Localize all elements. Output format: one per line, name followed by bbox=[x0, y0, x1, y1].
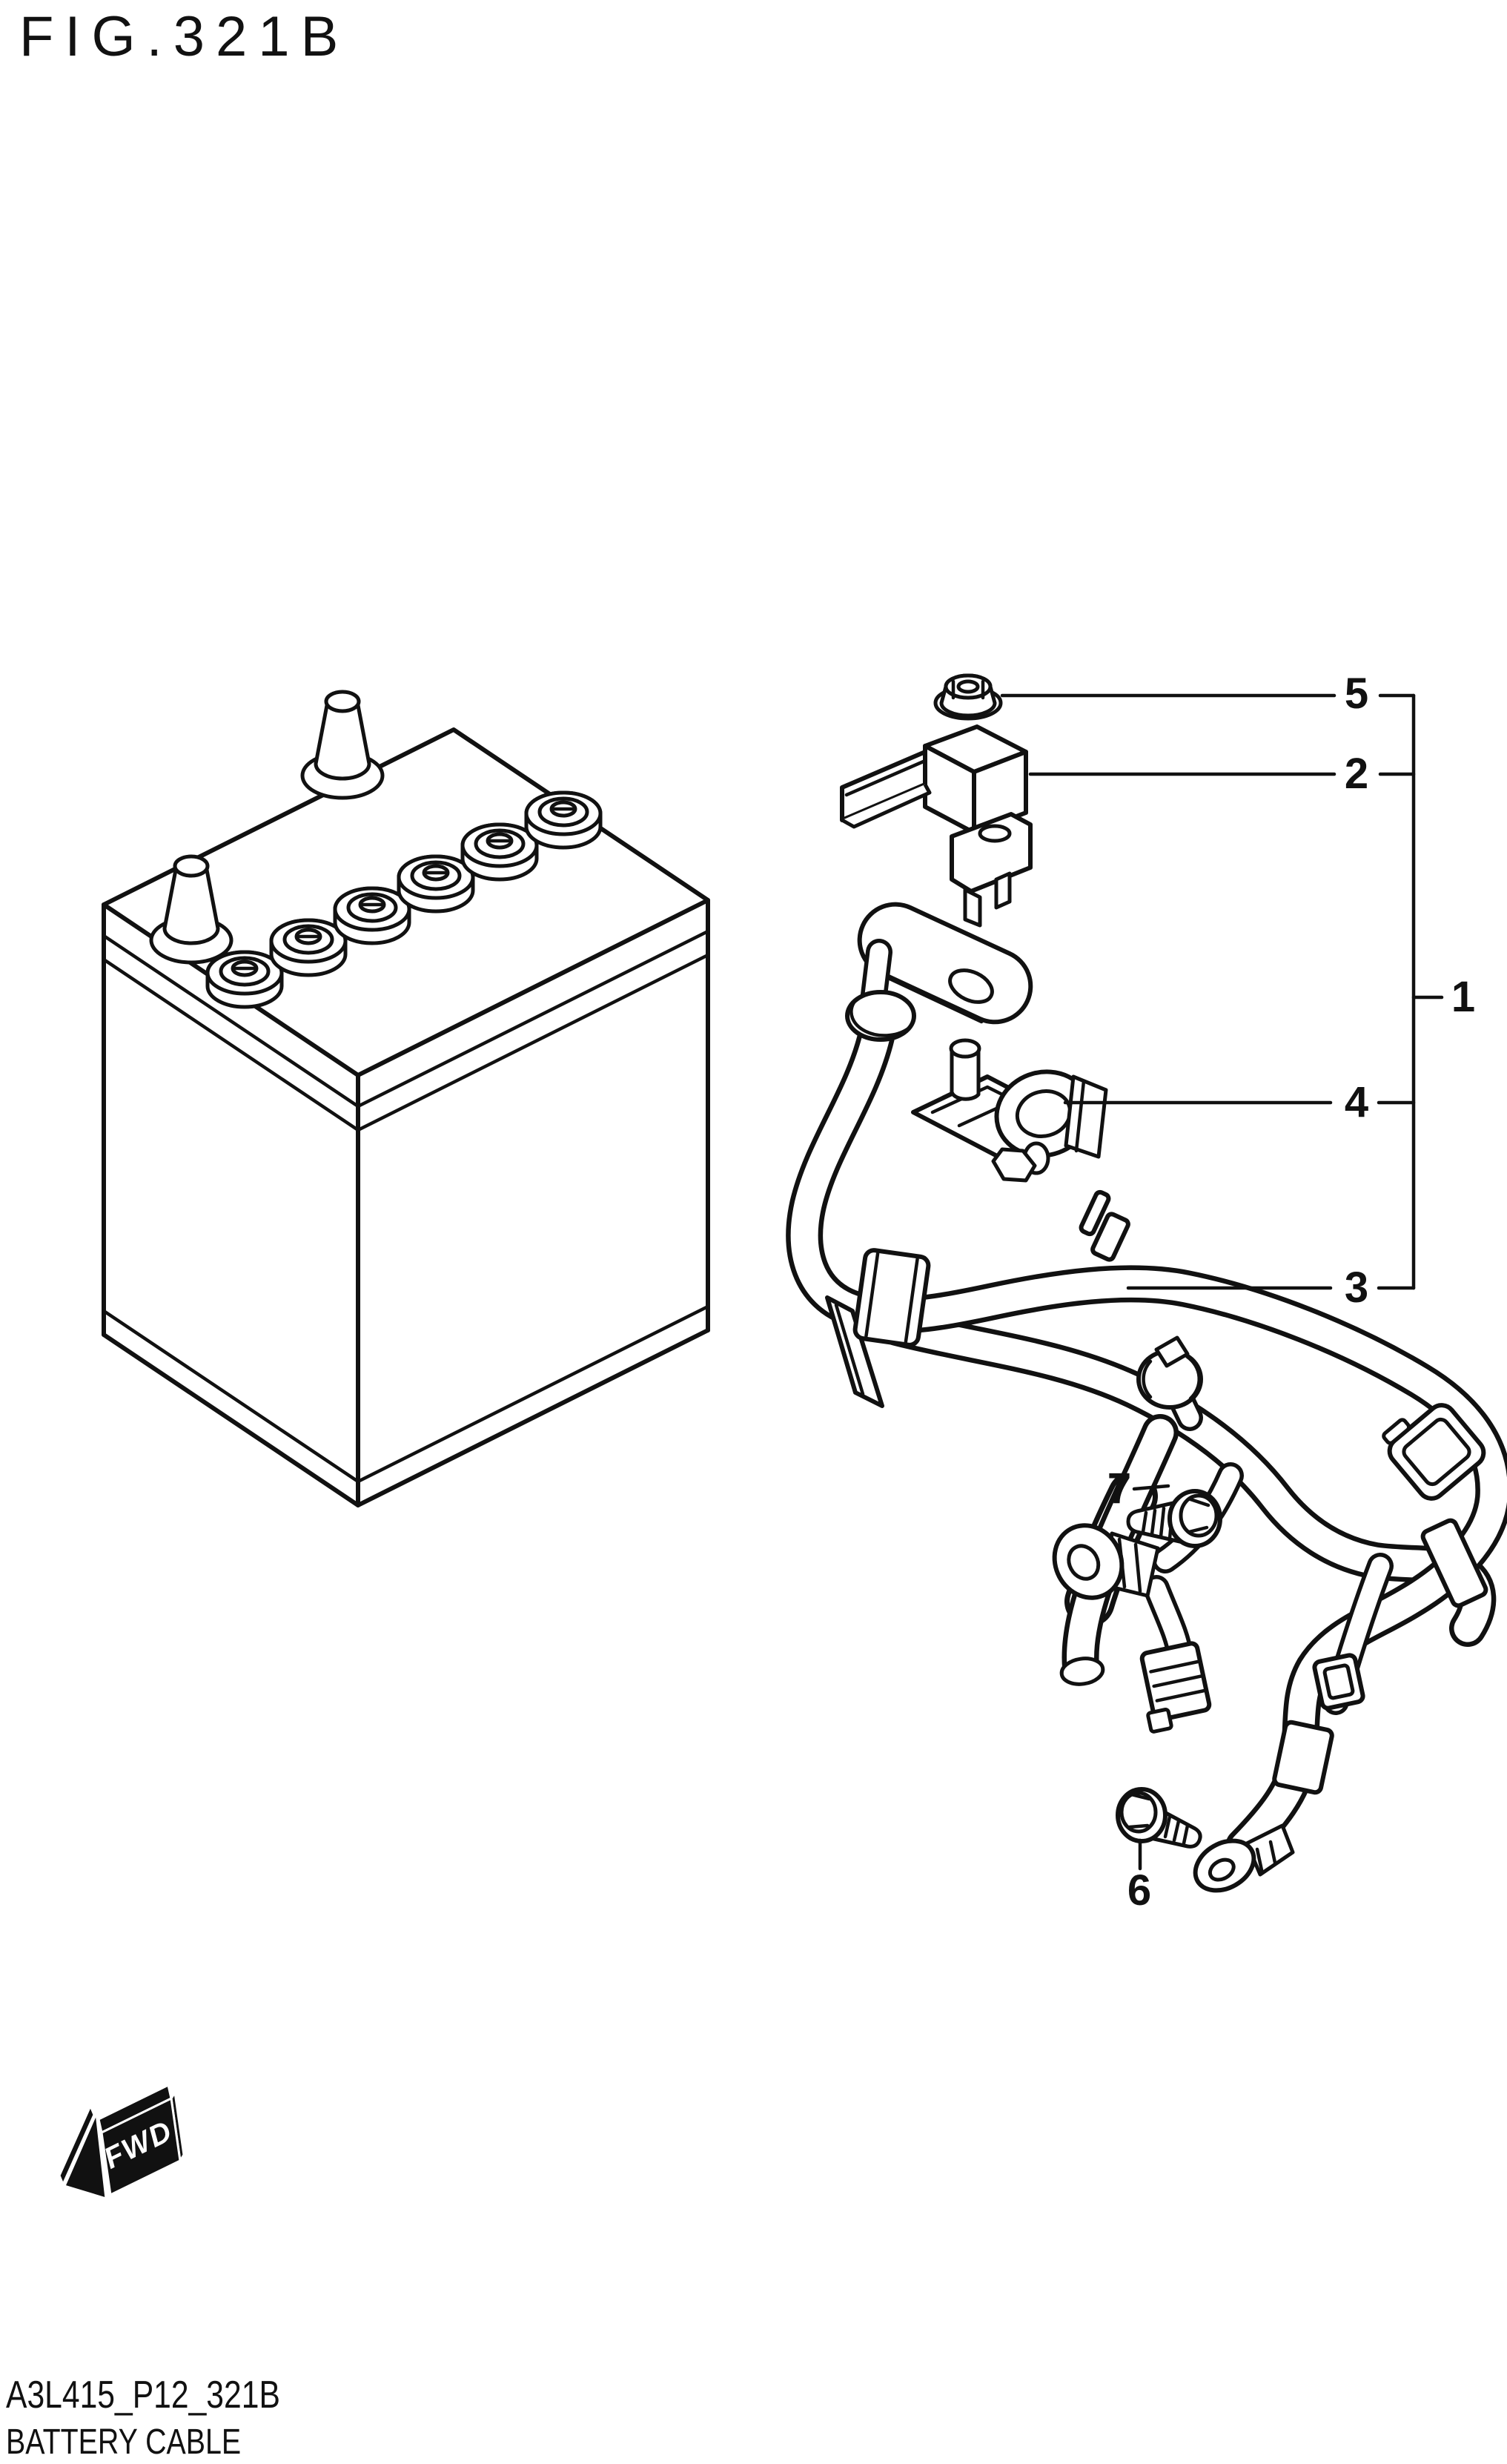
battery-vent-caps bbox=[205, 790, 603, 1009]
callout-label-3: 3 bbox=[1344, 1264, 1369, 1312]
callout-label-1: 1 bbox=[1451, 973, 1476, 1021]
eyelet-terminal bbox=[1052, 1523, 1125, 1600]
flange-nut-part5 bbox=[933, 673, 1003, 721]
battery-illustration bbox=[102, 690, 710, 1507]
bracket-part2 bbox=[840, 724, 1033, 928]
ring-terminal-top bbox=[857, 902, 1033, 1025]
callout-leader-lines bbox=[1000, 693, 1444, 1871]
bolt-part6 bbox=[1116, 1787, 1202, 1849]
figure-title: FIG.321B bbox=[19, 5, 350, 68]
callout-label-4: 4 bbox=[1344, 1078, 1369, 1126]
cable-band-clamp bbox=[825, 1248, 931, 1408]
strap-with-buckle bbox=[1312, 1553, 1394, 1715]
bolt-part7 bbox=[1126, 1489, 1222, 1548]
ribbed-clamp bbox=[1139, 1641, 1212, 1734]
cable-sleeve-right bbox=[1420, 1518, 1488, 1608]
drawing-code: A3L415_P12_321B bbox=[6, 2374, 280, 2417]
drawing-caption: BATTERY CABLE bbox=[6, 2422, 242, 2462]
cable-collar bbox=[845, 990, 916, 1042]
callout-label-6: 6 bbox=[1127, 1866, 1152, 1915]
harness-clamp-right bbox=[1382, 1403, 1486, 1501]
grommet-connector bbox=[1136, 1335, 1203, 1431]
ring-terminal-bottom bbox=[1193, 1823, 1295, 1893]
push-clip bbox=[1079, 1189, 1130, 1262]
callout-label-2: 2 bbox=[1344, 750, 1369, 798]
cable-end-sleeve bbox=[1272, 1720, 1334, 1795]
fwd-arrow bbox=[58, 2083, 185, 2201]
callout-label-7: 7 bbox=[1107, 1464, 1132, 1513]
callout-label-5: 5 bbox=[1344, 670, 1369, 718]
battery-terminal-part4 bbox=[911, 1038, 1108, 1183]
